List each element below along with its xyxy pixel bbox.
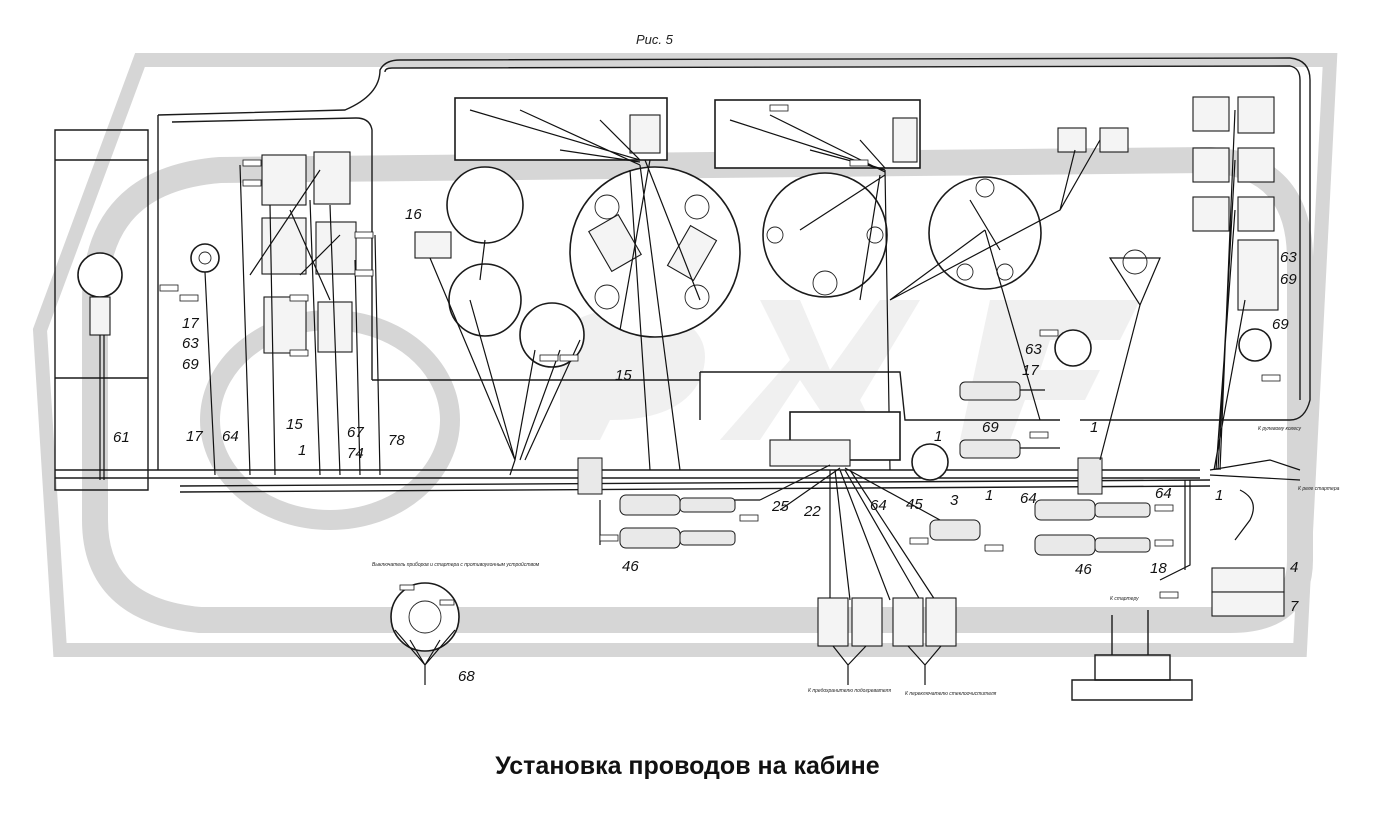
side-lamp xyxy=(77,252,123,480)
callout: 15 xyxy=(615,367,632,384)
callout: 64 xyxy=(1155,485,1172,502)
callout: 74 xyxy=(347,445,364,462)
lower-relay-blocks xyxy=(817,597,957,685)
wire-tags xyxy=(159,104,1281,606)
watermark-logo xyxy=(32,53,1338,657)
wire-fan-left xyxy=(414,231,581,476)
callout: 1 xyxy=(1215,487,1223,504)
callout: 7 xyxy=(1290,598,1299,615)
callout: 46 xyxy=(622,558,639,575)
callout: 45 xyxy=(906,496,923,513)
ignition-switch-detail xyxy=(390,582,460,685)
callout: 18 xyxy=(1150,560,1167,577)
figure-caption: Рис. 5 xyxy=(636,32,673,47)
callout-labels: 61 17 63 69 17 64 15 1 67 74 78 16 15 25… xyxy=(113,206,1299,685)
note-relay: К реле стартера xyxy=(1298,486,1340,492)
callout: 69 xyxy=(982,419,999,436)
callout: 69 xyxy=(182,356,199,373)
left-switch-group xyxy=(190,151,381,476)
callout: 16 xyxy=(405,206,422,223)
callout: 63 xyxy=(182,335,199,352)
callout: 3 xyxy=(950,492,959,509)
callout: 17 xyxy=(1022,362,1039,379)
callout: 1 xyxy=(934,428,942,445)
callout: 17 xyxy=(182,315,199,332)
callout: 68 xyxy=(458,668,475,685)
note-fan: К рулевому колесу xyxy=(1258,426,1302,432)
callout: 1 xyxy=(1090,419,1098,436)
callout: 69 xyxy=(1272,316,1289,333)
callout: 17 xyxy=(186,428,203,445)
callout: 1 xyxy=(985,487,993,504)
right-switch-stack xyxy=(1054,96,1301,581)
page-title: Установка проводов на кабине xyxy=(495,752,880,780)
note-block-a: К предохранителю подогревателя xyxy=(808,688,891,694)
callout: 64 xyxy=(870,497,887,514)
callout: 63 xyxy=(1025,341,1042,358)
dash-block-left xyxy=(454,97,668,166)
callout: 15 xyxy=(286,416,303,433)
steering-module xyxy=(1071,489,1285,701)
note-starter: К стартеру xyxy=(1110,596,1139,602)
callout: 64 xyxy=(222,428,239,445)
note-block-b: К переключателю стеклоочистителя xyxy=(905,691,997,697)
callout: 78 xyxy=(388,432,405,449)
diagram-notes: Выключатель приборов и стартера с против… xyxy=(372,426,1340,697)
callout: 1 xyxy=(298,442,306,459)
dash-block-right xyxy=(714,99,921,173)
callout: 4 xyxy=(1290,559,1298,576)
note-switch: Выключатель приборов и стартера с против… xyxy=(372,561,540,568)
callout: 22 xyxy=(803,503,821,520)
callout: 67 xyxy=(347,424,364,441)
callout: 69 xyxy=(1280,271,1297,288)
callout: 61 xyxy=(113,429,130,446)
callout: 46 xyxy=(1075,561,1092,578)
callout: 64 xyxy=(1020,490,1037,507)
callout: 63 xyxy=(1280,249,1297,266)
cab-outline xyxy=(54,57,1311,493)
callout: 25 xyxy=(771,498,789,515)
gauge-cluster xyxy=(446,127,1129,471)
central-bundle xyxy=(577,381,1151,601)
